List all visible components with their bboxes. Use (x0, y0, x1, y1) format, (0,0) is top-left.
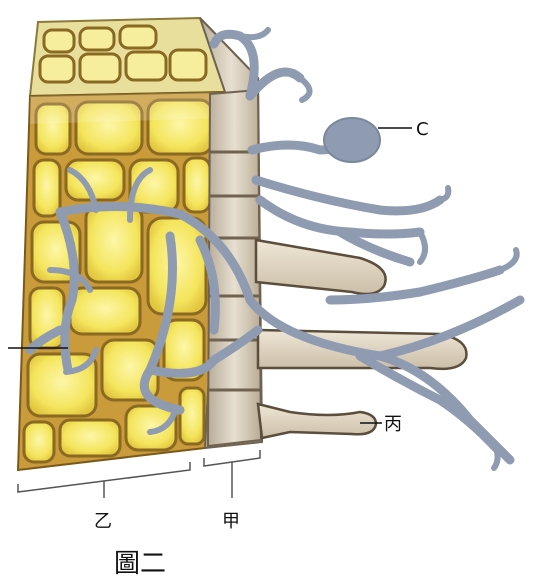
label-c: C (416, 119, 429, 140)
figure-caption: 圖二 (114, 549, 166, 579)
label-yi: 乙 (94, 511, 112, 532)
label-jia: 甲 (222, 511, 240, 532)
vesicle (324, 118, 380, 162)
root-hair-bing (258, 404, 376, 438)
label-bing: 丙 (384, 414, 402, 435)
